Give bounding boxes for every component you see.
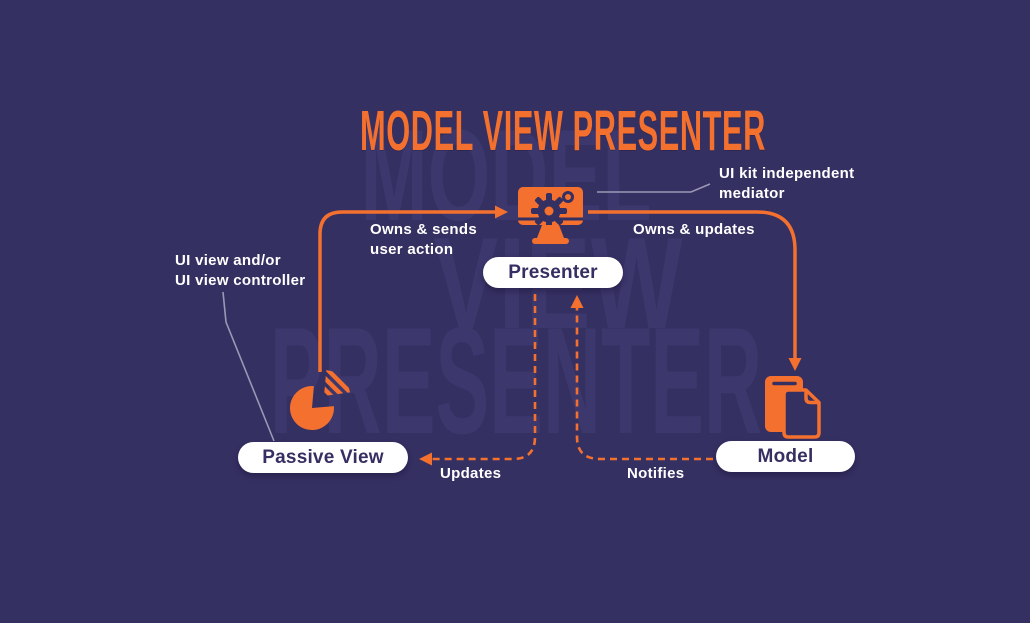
node-passive-view: Passive View bbox=[238, 442, 408, 473]
monitor-gear-icon bbox=[518, 187, 583, 244]
node-presenter-label: Presenter bbox=[508, 261, 598, 283]
note-line-presenter bbox=[597, 183, 711, 193]
edge-label-owns-updates: Owns & updates bbox=[633, 221, 755, 238]
node-model-label: Model bbox=[757, 445, 814, 467]
node-model: Model bbox=[716, 441, 855, 472]
edge-label-notifies: Notifies bbox=[627, 465, 685, 482]
arrow-model-to-presenter bbox=[570, 295, 713, 461]
arrow-presenter-to-view bbox=[419, 294, 537, 466]
annotation-ui-kit: UI kit independent mediator bbox=[719, 165, 855, 202]
note-line-passive-view bbox=[222, 291, 275, 442]
annotation-ui-view: UI view and/or UI view controller bbox=[175, 252, 306, 289]
pie-chart-icon bbox=[289, 370, 350, 431]
watermark-presenter: PRESENTER bbox=[269, 296, 763, 466]
node-passive-view-label: Passive View bbox=[262, 446, 384, 468]
edge-label-owns-sends: Owns & sends user action bbox=[370, 221, 477, 258]
watermark-model: MODEL bbox=[360, 102, 652, 248]
edge-label-updates: Updates bbox=[440, 465, 502, 482]
node-presenter: Presenter bbox=[483, 257, 623, 288]
arrow-presenter-to-model bbox=[588, 210, 802, 371]
page-title: MODEL VIEW PRESENTER bbox=[360, 99, 766, 163]
documents-icon bbox=[765, 376, 821, 439]
arrow-view-to-presenter bbox=[318, 205, 508, 372]
